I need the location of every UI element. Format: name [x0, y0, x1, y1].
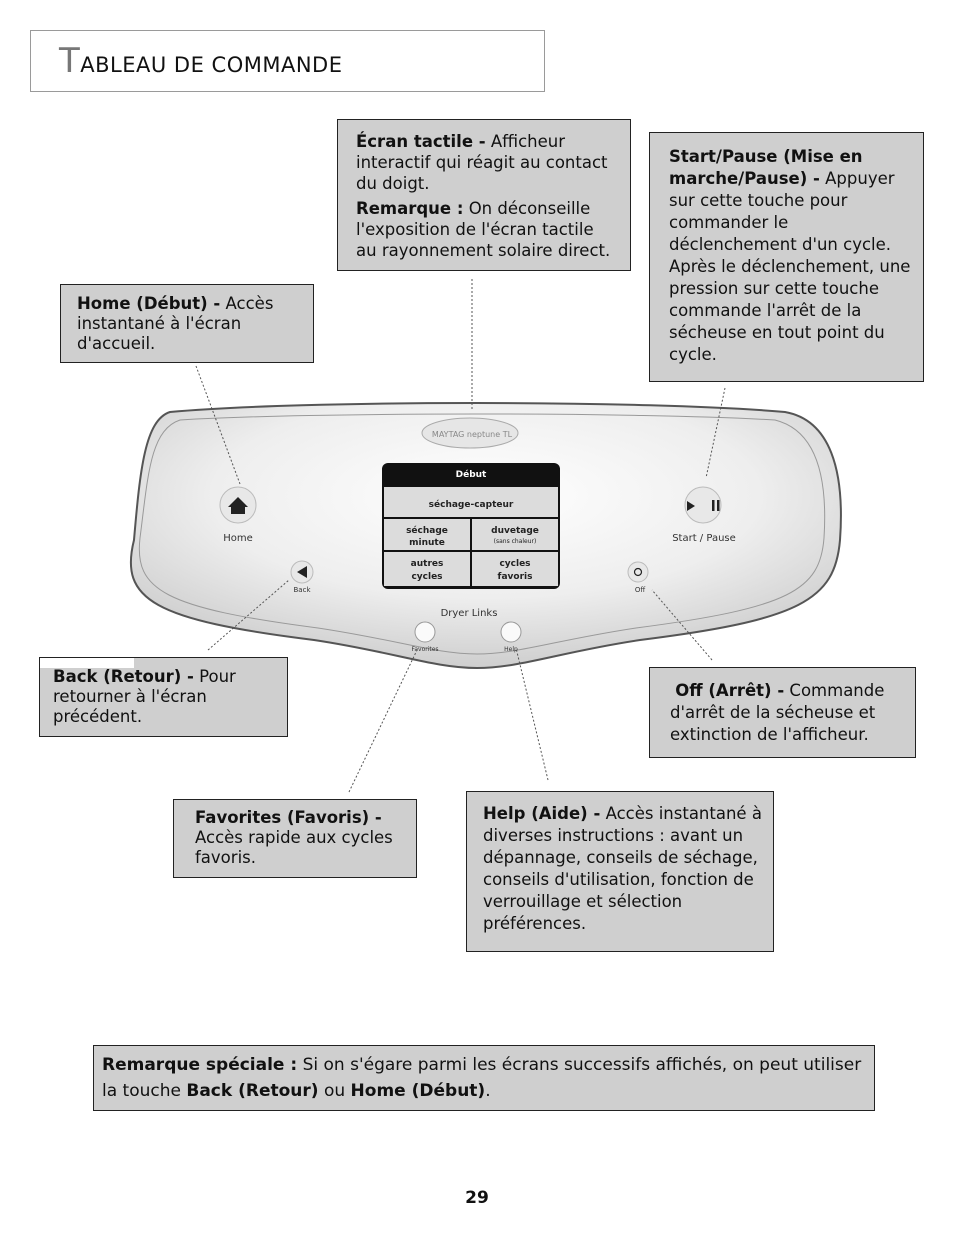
- special-remark-back: Back (Retour): [186, 1081, 319, 1101]
- title-rest: ableau de commande: [80, 53, 343, 77]
- off-note-text: Commande d'arrêt de la sécheuse et extin…: [670, 681, 885, 744]
- home-button[interactable]: [219, 486, 257, 524]
- off-icon: [633, 567, 643, 577]
- screen-option-timed-dry-a[interactable]: séchage: [406, 525, 448, 536]
- home-note-text: Accès instantané à l'écran d'accueil.: [77, 294, 274, 353]
- touchscreen[interactable]: Début séchage-capteur séchage minute duv…: [382, 463, 560, 589]
- touchscreen-remark-text: On déconseille l'exposition de l'écran t…: [356, 199, 611, 260]
- help-note: Help (Aide) - Accès instantané à diverse…: [466, 791, 774, 952]
- page-number: 29: [465, 1188, 489, 1208]
- start-pause-note: Start/Pause (Mise en marche/Pause) - App…: [649, 132, 924, 382]
- brand-logo: MAYTAG neptune TL: [432, 430, 513, 439]
- start-pause-button[interactable]: [684, 486, 722, 524]
- help-button[interactable]: [500, 621, 522, 643]
- start-pause-note-text: Appuyer sur cette touche pour commander …: [669, 169, 911, 364]
- favorites-button-label: Favorites: [411, 646, 438, 653]
- title-first-letter: T: [59, 41, 81, 81]
- screen-header: Début: [456, 469, 487, 480]
- back-arrow-icon: [297, 566, 307, 578]
- section-title-box: Tableau de commande: [30, 30, 545, 92]
- help-note-label: Help (Aide) -: [483, 804, 601, 823]
- pause-icon: [712, 500, 715, 511]
- start-pause-note-label: Start/Pause (Mise en marche/Pause) -: [669, 147, 863, 188]
- favorites-note: Favorites (Favoris) - Accès rapide aux c…: [173, 799, 417, 878]
- start-pause-button-label: Start / Pause: [672, 533, 736, 544]
- help-button-label: Help: [504, 646, 518, 653]
- touchscreen-note: Écran tactile - Afficheur interactif qui…: [337, 119, 631, 271]
- screen-option-timed-dry-b[interactable]: minute: [409, 538, 445, 548]
- screen-option-favorite-cycles-a[interactable]: cycles: [499, 559, 530, 569]
- special-remark-mid: ou: [318, 1081, 351, 1101]
- off-button-label: Off: [635, 586, 646, 594]
- special-remark-text: Si on s'égare parmi les écrans successif…: [102, 1055, 862, 1101]
- touchscreen-note-label: Écran tactile -: [356, 132, 486, 151]
- home-icon: [228, 497, 248, 514]
- special-remark-label: Remarque spéciale :: [102, 1055, 298, 1075]
- screen-option-other-cycles-b[interactable]: cycles: [411, 572, 442, 582]
- back-note-notch: [40, 658, 134, 668]
- screen-option-other-cycles-a[interactable]: autres: [411, 559, 444, 569]
- home-button-label: Home: [223, 533, 253, 544]
- favorites-note-label: Favorites (Favoris) -: [195, 808, 382, 827]
- screen-option-air-fluff-a[interactable]: duvetage: [491, 526, 539, 536]
- dryer-links-label: Dryer Links: [441, 608, 498, 619]
- back-button-label: Back: [294, 586, 312, 594]
- help-note-text: Accès instantané à diverses instructions…: [483, 804, 762, 933]
- off-note-label: Off (Arrêt) -: [675, 681, 785, 700]
- back-note: Back (Retour) - Pour retourner à l'écran…: [39, 657, 288, 737]
- play-icon: [687, 501, 695, 511]
- back-button[interactable]: [290, 560, 314, 584]
- back-note-notch-fill: [134, 658, 287, 668]
- special-remark-end: .: [485, 1081, 491, 1101]
- screen-option-air-fluff-b[interactable]: (sans chaleur): [494, 538, 537, 545]
- off-button[interactable]: [627, 561, 649, 583]
- screen-option-favorite-cycles-b[interactable]: favoris: [498, 572, 533, 582]
- screen-option-sensor-dry[interactable]: séchage-capteur: [429, 499, 514, 510]
- section-title: Tableau de commande: [59, 41, 343, 81]
- leader-lines: [195, 279, 726, 793]
- favorites-button[interactable]: [414, 621, 436, 643]
- touchscreen-remark-label: Remarque :: [356, 199, 464, 218]
- back-note-text: Pour retourner à l'écran précédent.: [53, 667, 236, 726]
- special-remark-home: Home (Début): [350, 1081, 486, 1101]
- back-note-label: Back (Retour) -: [53, 667, 194, 686]
- home-note: Home (Début) - Accès instantané à l'écra…: [60, 284, 314, 363]
- off-note: Off (Arrêt) - Commande d'arrêt de la séc…: [649, 667, 916, 758]
- special-remark-note: Remarque spéciale : Si on s'égare parmi …: [93, 1045, 875, 1111]
- favorites-note-text: Accès rapide aux cycles favoris.: [195, 828, 393, 867]
- home-note-label: Home (Début) -: [77, 294, 221, 313]
- touchscreen-note-text: Afficheur interactif qui réagit au conta…: [356, 132, 608, 193]
